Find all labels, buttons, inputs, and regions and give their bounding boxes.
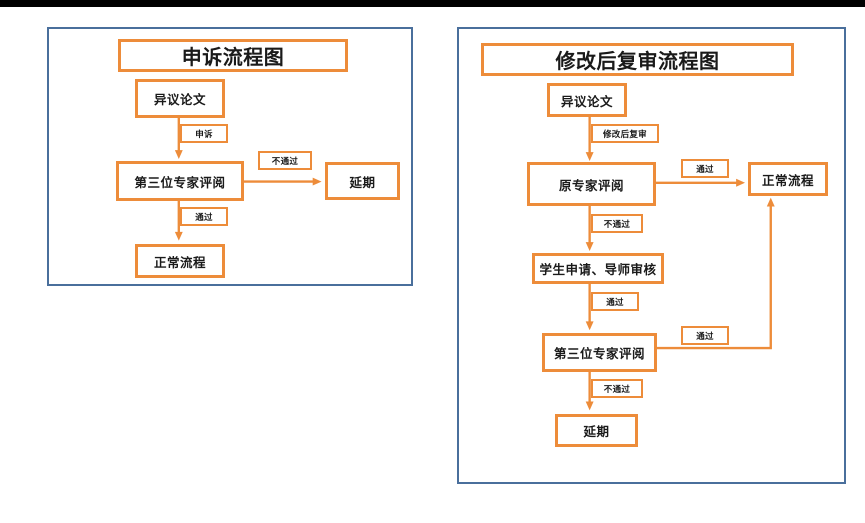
revise-flowchart-panel: 修改后复审流程图 异议论文 原专家评阅 正常流程 学生申请、导师审核 第三位专家… [457, 27, 846, 484]
revise-edges-layer [585, 116, 775, 411]
edge-label-appeal-tongguo: 通过 [180, 207, 228, 226]
arrowhead-orig-to-apply [585, 242, 594, 252]
edge-label-revise-tongguo-1: 通过 [681, 159, 729, 178]
arrowhead-paper-to-third [174, 150, 183, 159]
node-revise-orig-expert[interactable]: 原专家评阅 [527, 162, 656, 206]
arrowhead-paper-to-orig [585, 152, 594, 161]
top-black-bar [0, 0, 865, 7]
arrowhead-third-to-normal [174, 231, 183, 241]
edge-label-revise-butongguo-1: 不通过 [591, 214, 643, 233]
edge-label-revise-xiugaihoufushen: 修改后复审 [591, 124, 659, 143]
node-revise-delay[interactable]: 延期 [555, 414, 638, 447]
arrowhead-third-to-delay [585, 401, 594, 411]
node-appeal-normal-flow[interactable]: 正常流程 [135, 244, 225, 278]
node-appeal-paper[interactable]: 异议论文 [135, 79, 225, 118]
edge-label-revise-butongguo-2: 不通过 [591, 379, 643, 398]
edge-label-revise-tongguo-2: 通过 [591, 292, 639, 311]
revise-title-box: 修改后复审流程图 [481, 43, 794, 76]
appeal-title-box: 申诉流程图 [118, 39, 348, 72]
arrowhead-orig-to-normal [736, 178, 746, 187]
appeal-flowchart-panel: 申诉流程图 异议论文 第三位专家评阅 延期 正常流程 申诉 不通过 通过 [47, 27, 413, 286]
appeal-edges-layer [174, 116, 322, 241]
edge-line-third-to-normal [653, 205, 772, 350]
node-revise-student-apply[interactable]: 学生申请、导师审核 [532, 253, 664, 284]
node-appeal-third-expert[interactable]: 第三位专家评阅 [116, 161, 244, 201]
arrowhead-third-to-delay [312, 177, 322, 186]
node-revise-normal-flow[interactable]: 正常流程 [748, 162, 828, 196]
node-revise-third-expert[interactable]: 第三位专家评阅 [542, 333, 657, 372]
edge-label-revise-tongguo-3: 通过 [681, 326, 729, 345]
node-appeal-delay[interactable]: 延期 [325, 162, 400, 200]
node-revise-paper[interactable]: 异议论文 [547, 83, 627, 117]
arrowhead-third-to-normal [766, 197, 775, 207]
edge-label-appeal-shensu: 申诉 [180, 124, 228, 143]
arrowhead-apply-to-third [585, 321, 594, 331]
edge-label-appeal-butongguo: 不通过 [258, 151, 312, 170]
